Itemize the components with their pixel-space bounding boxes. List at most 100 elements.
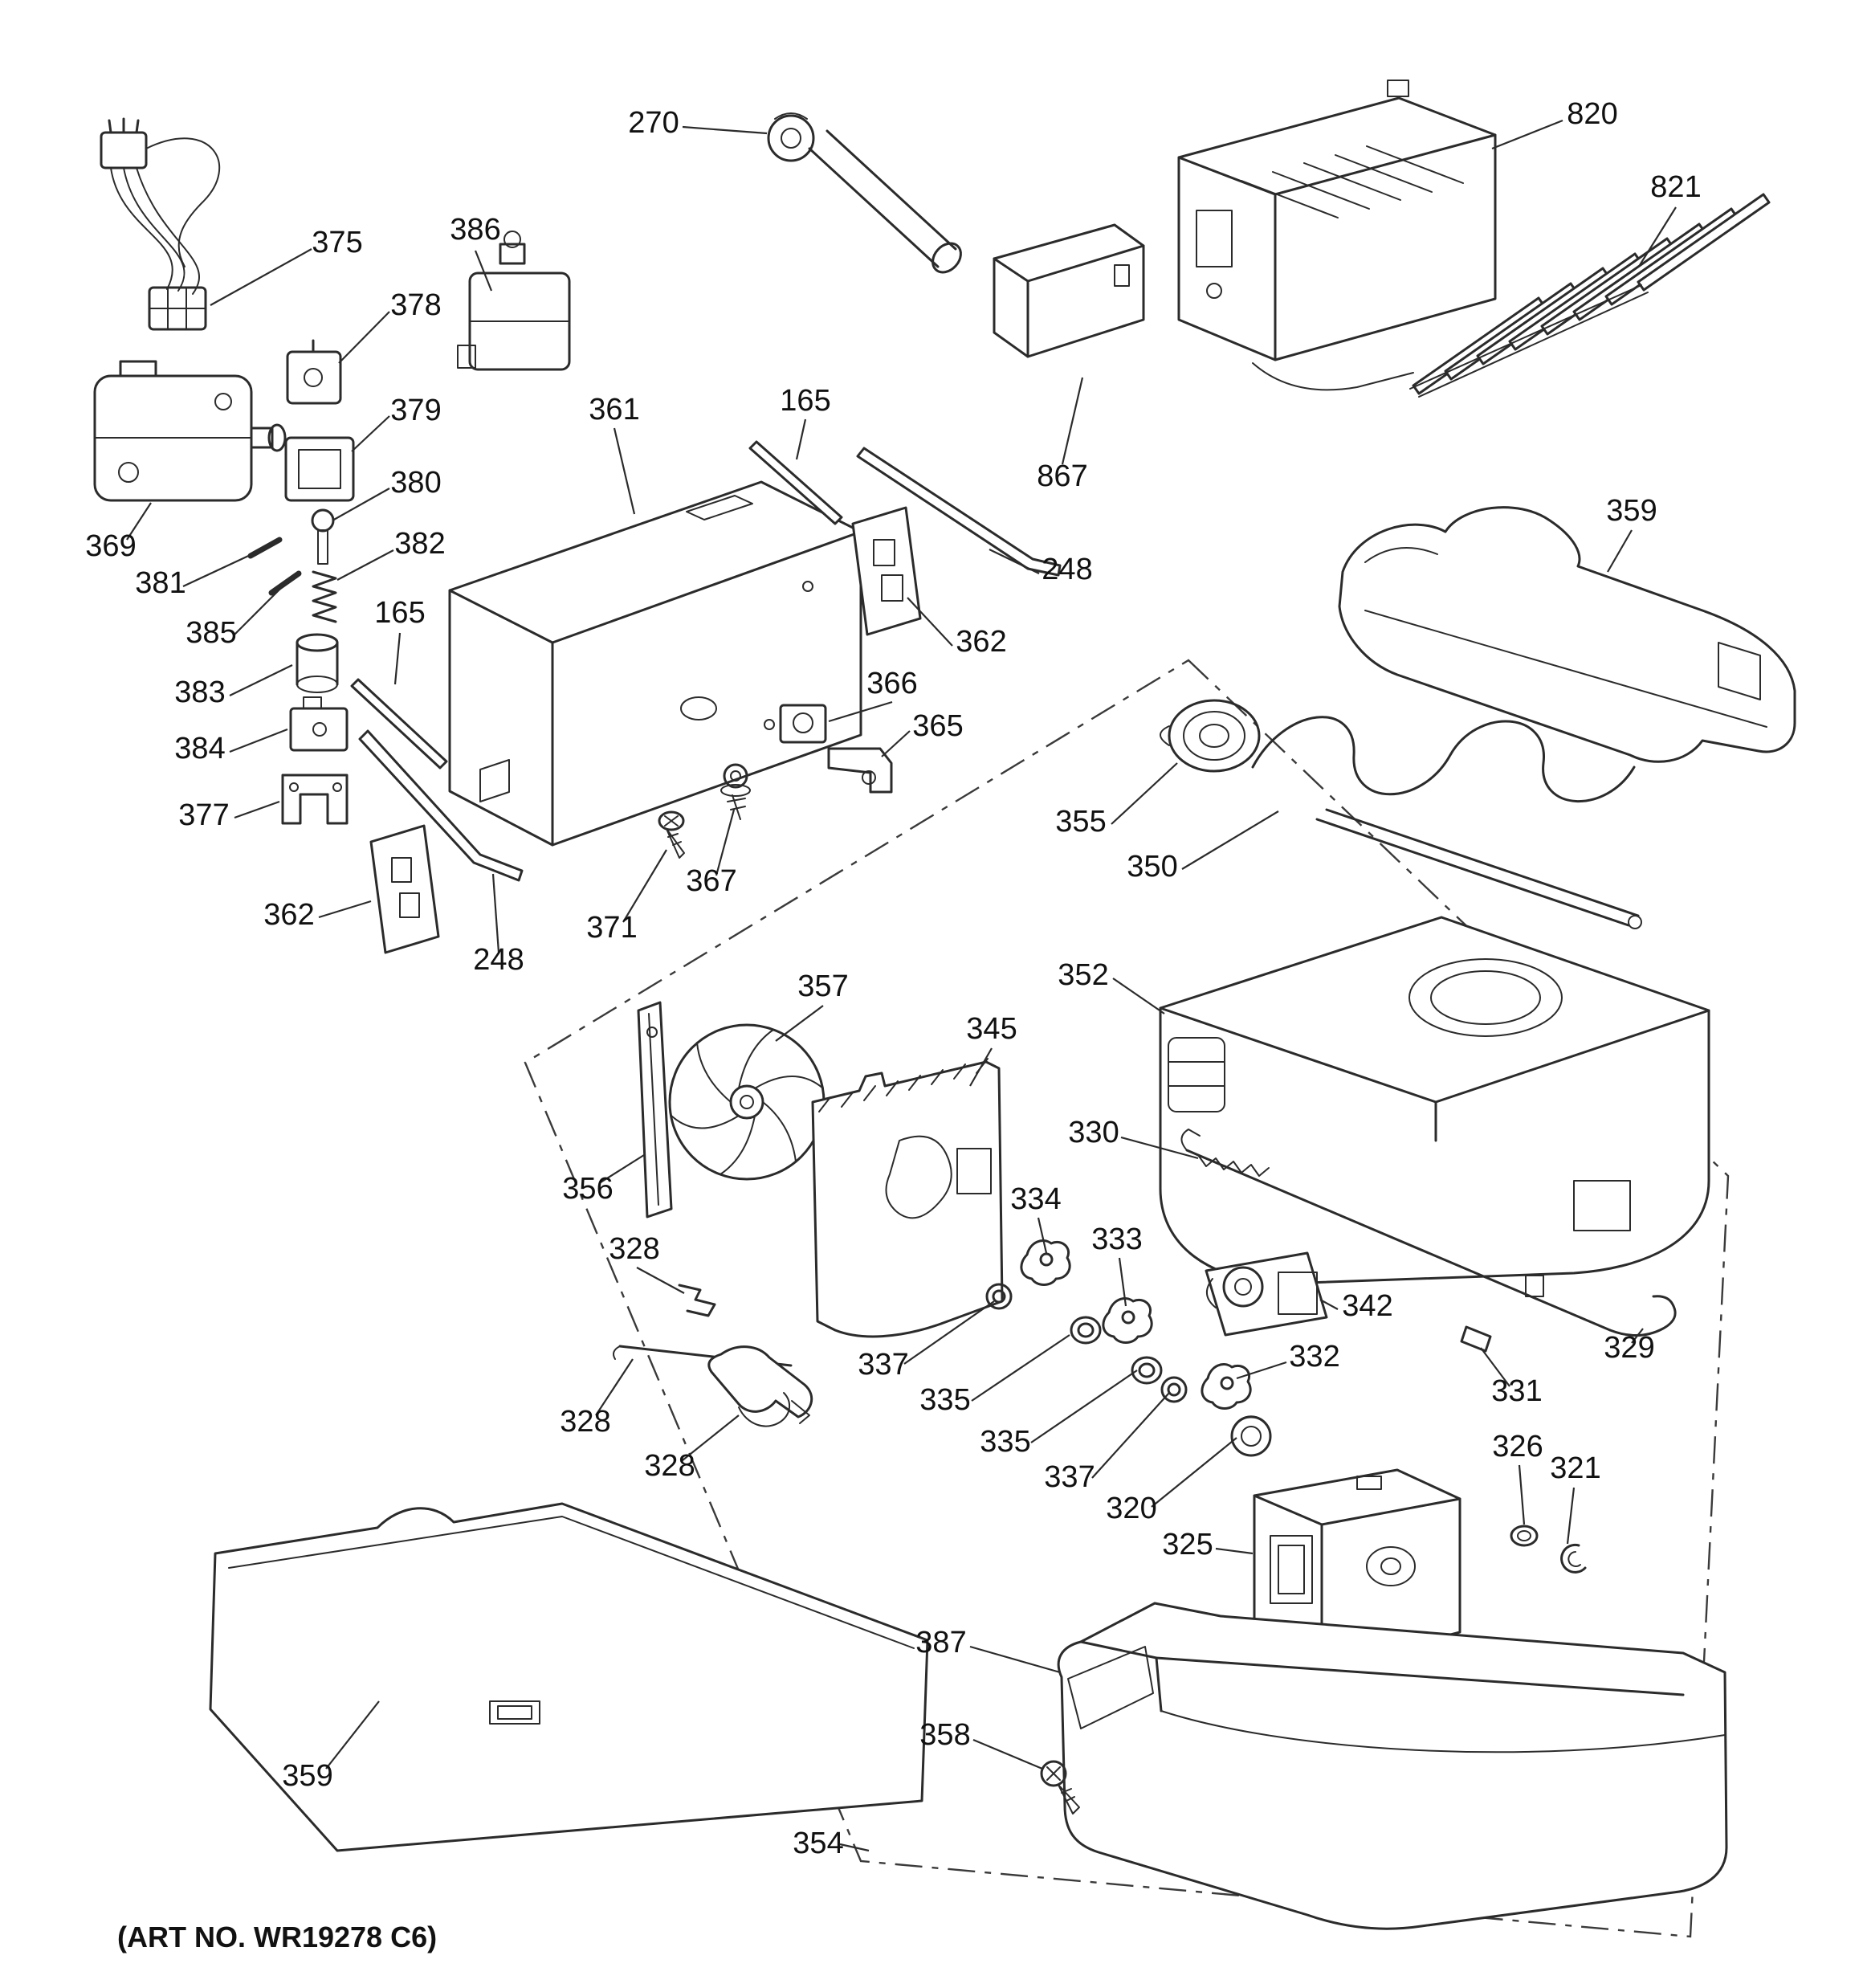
callout-358: 358: [919, 1718, 1043, 1770]
callout-385: 385: [185, 587, 282, 650]
part-label: 337: [1044, 1460, 1095, 1494]
callout-367: 367: [686, 809, 737, 898]
part-label: 326: [1492, 1430, 1543, 1463]
part-bin-867: [993, 223, 1145, 358]
part-tank-352: [1159, 916, 1710, 1305]
callout-350: 350: [1127, 810, 1279, 884]
callout-331: 331: [1480, 1347, 1543, 1408]
callout-362-right: 362: [907, 597, 1007, 659]
part-cam-333: [1102, 1296, 1153, 1344]
callout-359-bottom: 359: [282, 1700, 380, 1793]
part-label: 328: [644, 1449, 695, 1483]
part-label: 330: [1068, 1116, 1119, 1149]
part-screw-371: [658, 810, 685, 859]
callout-326: 326: [1492, 1430, 1543, 1525]
callout-820: 820: [1491, 97, 1618, 150]
callout-369: 369: [85, 502, 152, 563]
part-label: 384: [174, 732, 225, 765]
part-label: 354: [793, 1827, 843, 1860]
callout-381: 381: [135, 552, 256, 600]
part-label: 270: [628, 106, 679, 140]
part-label: 321: [1550, 1451, 1600, 1485]
part-wire-harness-375: [100, 117, 221, 331]
part-trigger-328: [707, 1345, 813, 1427]
part-tube-270: [767, 112, 962, 274]
callout-377: 377: [178, 798, 280, 832]
part-solenoid-378: [286, 339, 342, 405]
part-label: 320: [1106, 1492, 1156, 1525]
callout-248-right: 248: [989, 549, 1093, 586]
part-strip-165-left: [350, 678, 448, 769]
part-clamp-331: [1460, 1325, 1492, 1353]
part-spring-382: [312, 570, 337, 623]
part-label: 329: [1604, 1331, 1654, 1365]
part-cap-355: [1160, 699, 1261, 773]
callout-335-b: 335: [980, 1370, 1138, 1459]
part-label: 382: [394, 527, 445, 561]
callout-384: 384: [174, 728, 288, 765]
part-label: 380: [390, 466, 441, 500]
callout-329: 329: [1604, 1328, 1655, 1365]
part-label: 386: [450, 213, 500, 247]
part-rod-330: [1180, 1129, 1612, 1332]
part-label: 381: [135, 566, 185, 600]
part-eclip-321: [1560, 1543, 1587, 1574]
part-label: 820: [1567, 97, 1617, 131]
part-label: 325: [1162, 1528, 1213, 1561]
part-panel-359: [209, 1502, 929, 1852]
part-fingers-821: [1409, 193, 1771, 398]
part-label: 248: [1042, 553, 1092, 586]
callout-821: 821: [1639, 170, 1702, 266]
callout-378: 378: [338, 288, 442, 364]
part-label: 359: [1606, 494, 1657, 528]
callout-365: 365: [881, 709, 964, 757]
part-bracket-377: [281, 774, 349, 825]
callout-165-top: 165: [780, 384, 831, 460]
part-auger-350: [1251, 716, 1642, 929]
part-label: 165: [374, 596, 425, 630]
part-label: 342: [1342, 1289, 1392, 1323]
callout-328-top: 328: [609, 1232, 685, 1294]
part-label: 355: [1055, 805, 1106, 839]
part-switch-384: [289, 696, 349, 752]
part-label: 352: [1058, 958, 1108, 992]
part-block-379: [284, 436, 355, 502]
part-blade-356: [637, 1001, 673, 1219]
callout-386: 386: [450, 213, 501, 292]
part-bolt-380: [311, 508, 335, 565]
part-label: 335: [919, 1383, 970, 1417]
part-module-325: [1253, 1468, 1461, 1669]
part-strip-165-top: [748, 440, 843, 525]
part-plate-362-right: [851, 506, 922, 636]
part-device-386: [457, 231, 571, 371]
callout-366: 366: [828, 667, 918, 723]
part-screw-358: [1040, 1760, 1080, 1815]
part-cam-332: [1201, 1362, 1252, 1410]
part-label: 867: [1037, 459, 1087, 493]
part-label: 165: [780, 384, 830, 418]
part-label: 328: [560, 1405, 610, 1439]
callout-383: 383: [174, 664, 293, 709]
part-label: 248: [473, 943, 524, 977]
callout-379: 379: [351, 394, 442, 452]
callout-330: 330: [1068, 1116, 1199, 1160]
callout-375: 375: [210, 226, 363, 306]
part-plate-362-left: [369, 824, 440, 954]
callout-362-left: 362: [263, 898, 372, 932]
callout-361: 361: [589, 393, 640, 515]
callout-355: 355: [1055, 762, 1178, 839]
part-strip-248-left: [358, 729, 524, 882]
part-label: 362: [956, 625, 1006, 659]
part-label: 331: [1491, 1374, 1542, 1408]
callout-359-top: 359: [1606, 494, 1657, 573]
callout-333: 333: [1091, 1223, 1143, 1307]
callout-357: 357: [775, 970, 849, 1042]
part-label: 387: [915, 1626, 966, 1659]
part-label: 333: [1091, 1223, 1142, 1256]
part-housing-345: [811, 1058, 1004, 1338]
callout-356: 356: [562, 1154, 645, 1206]
part-ring-326: [1510, 1525, 1539, 1547]
part-cylinder-383: [296, 633, 339, 693]
part-label: 378: [390, 288, 441, 322]
part-label: 345: [966, 1012, 1017, 1046]
